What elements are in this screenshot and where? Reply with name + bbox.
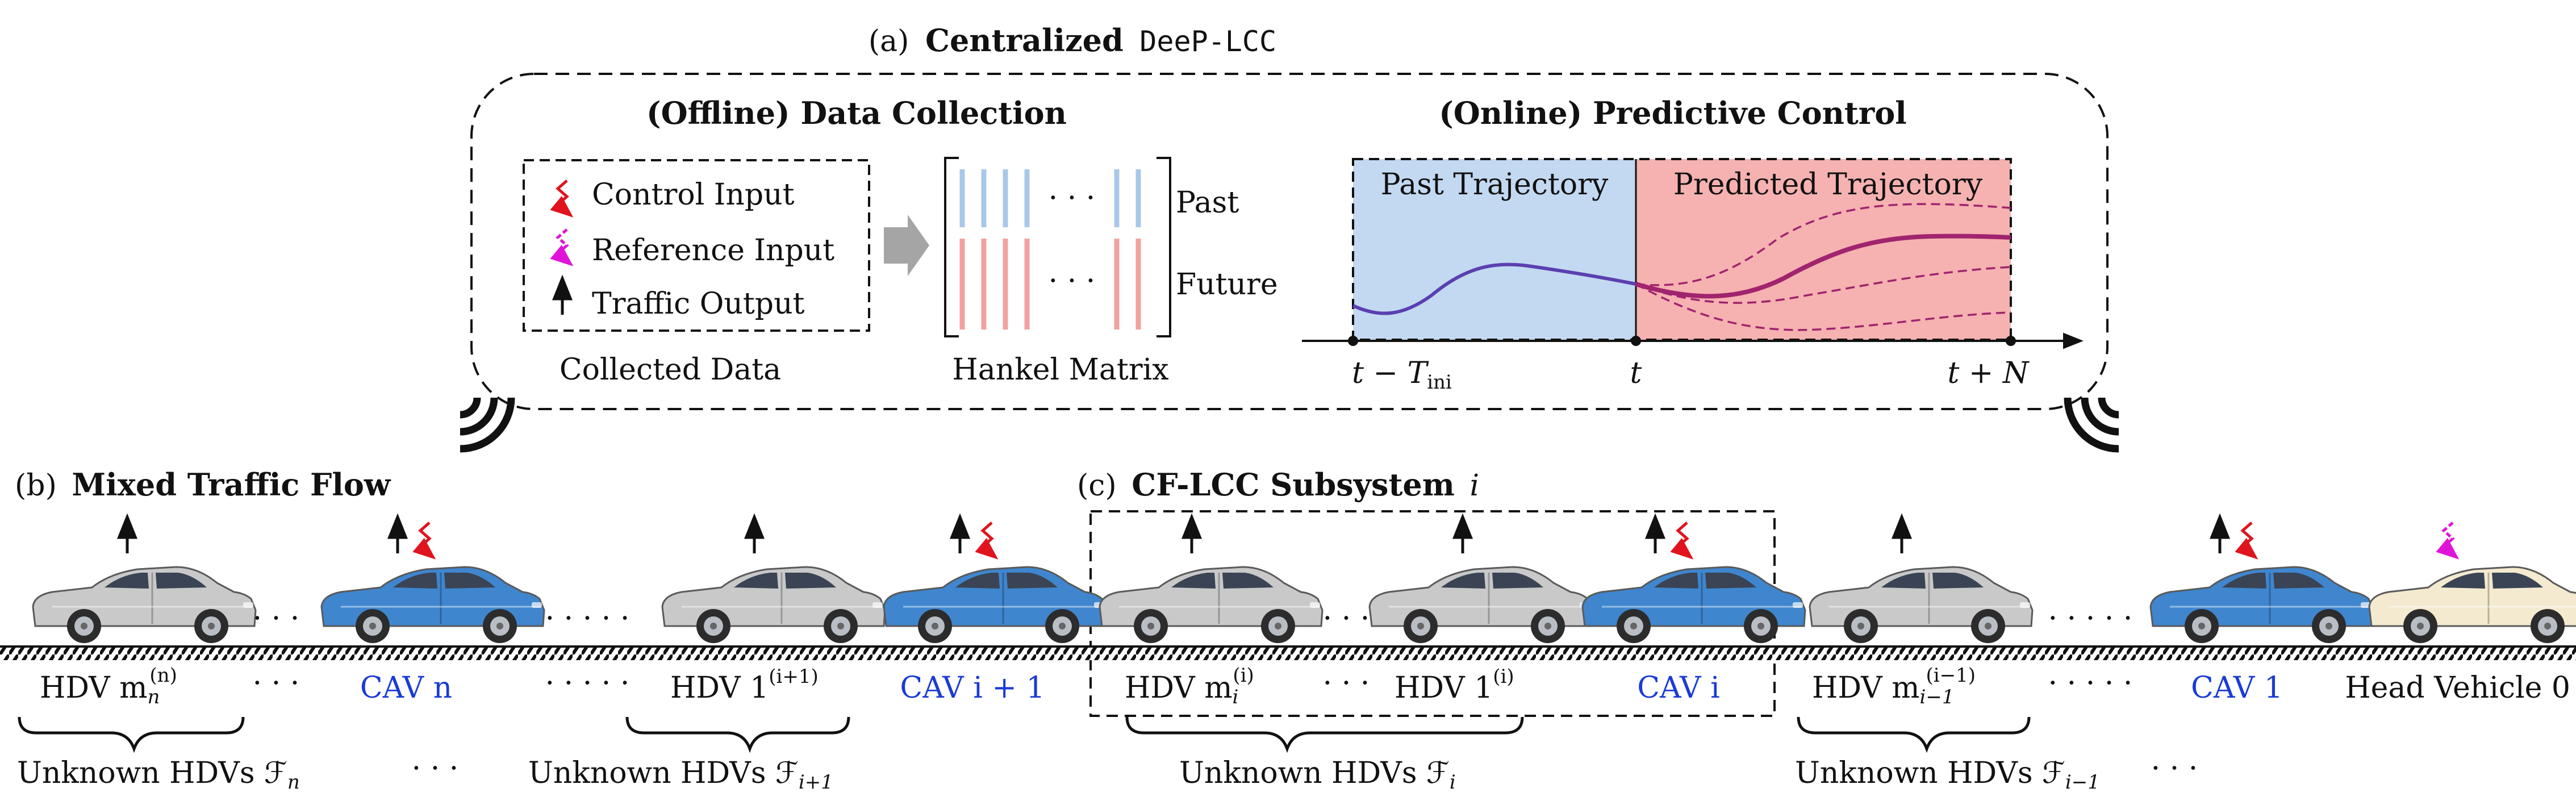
group-label-fim1: Unknown HDVs ℱi−1 (1795, 756, 2100, 794)
control-input-arrow-icon (558, 181, 567, 210)
online-heading: (Online) Predictive Control (1439, 95, 1907, 131)
group-brace-fim1 (1797, 716, 2031, 753)
hankel-caption: Hankel Matrix (952, 353, 1168, 387)
tick-t-minus-tini: t − Tini (1352, 356, 1452, 394)
control-input-arrow-icon (983, 523, 992, 552)
control-input-arrow-icon (420, 523, 429, 552)
group-label-fi: Unknown HDVs ℱi (1179, 756, 1456, 794)
hankel-matrix (944, 157, 1171, 337)
reference-input-arrow-icon (558, 230, 567, 259)
vehicle-head-0 (2368, 566, 2576, 644)
label-dots-3: · · · (1323, 666, 1370, 700)
vehicle-cav-1 (2149, 566, 2374, 644)
group-brace-fi (1125, 716, 1524, 753)
wireless-signal-icon-left (460, 398, 511, 449)
data-flow-arrow (884, 215, 929, 276)
predictive-control-plot: Past Trajectory Predicted Trajectory t −… (1302, 158, 2084, 394)
label-hdv-1-i: HDV 1(i) (1395, 665, 1514, 705)
vehicle-cav-i (1581, 566, 1806, 644)
road-dots-4: · · · · · (2048, 602, 2133, 636)
past-trajectory-label: Past Trajectory (1381, 168, 1609, 202)
label-hdv-mim1: HDV mi−1(i−1) (1812, 664, 1976, 708)
panel-b-title: (b) Mixed Traffic Flow (15, 466, 391, 503)
vehicle-hdv-mn (32, 566, 257, 644)
offline-heading: (Offline) Data Collection (646, 95, 1067, 131)
reference-input-arrow-icon (2444, 523, 2453, 552)
vehicle-hdv-mi (1099, 566, 1324, 644)
vehicle-cav-n (320, 566, 545, 644)
label-cav-1: CAV 1 (2191, 671, 2283, 705)
panel-a-frame (470, 73, 2109, 410)
legend-control-label: Control Input (592, 178, 795, 212)
vehicle-hdv-1-ip1 (661, 566, 886, 644)
label-hdv-1-ip1: HDV 1(i+1) (670, 665, 819, 705)
panel-c-title: (c) CF-LCC Subsystem i (1077, 466, 1479, 503)
label-dots-2: · · · · · (545, 666, 630, 700)
group-brace-fn (18, 716, 245, 753)
label-dots-1: · · · (253, 666, 300, 700)
wireless-signal-icon-right (2068, 398, 2119, 449)
road-dots-2: · · · · · (545, 602, 630, 636)
vehicle-cav-ip1 (883, 566, 1108, 644)
hankel-dots-past: · · · (1049, 181, 1096, 215)
road (0, 647, 2576, 660)
group-label-trailing-dots: · · · (2151, 752, 2198, 786)
past-trajectory-curve (1352, 262, 1636, 315)
collected-data-caption: Collected Data (560, 353, 781, 387)
vehicle-hdv-1-i (1368, 566, 1593, 644)
tick-t-plus-n: t + N (1947, 356, 2030, 390)
label-hdv-mn: HDV mn(n) (40, 664, 177, 708)
tick-t: t (1630, 356, 1642, 390)
control-input-arrow-icon (2243, 523, 2252, 552)
predicted-trajectory-region (1636, 159, 2011, 340)
label-cav-n: CAV n (360, 671, 452, 705)
label-head-vehicle: Head Vehicle 0 (2345, 671, 2570, 705)
group-label-fip1: Unknown HDVs ℱi+1 (528, 756, 833, 794)
road-dots-3: · · · (1323, 602, 1370, 636)
control-input-arrow-icon (1678, 523, 1687, 552)
hankel-past-label: Past (1176, 186, 1239, 220)
predicted-trajectory-curve (1635, 233, 2011, 299)
hankel-dots-future: · · · (1049, 264, 1096, 298)
predicted-trajectory-label: Predicted Trajectory (1673, 168, 1983, 202)
road-dots-1: · · · (253, 602, 300, 636)
panel-a-title: (a) Centralized DeeP-LCC (869, 22, 1276, 59)
group-brace-fip1 (625, 716, 850, 753)
legend-reference-label: Reference Input (592, 233, 834, 268)
label-cav-i: CAV i (1637, 671, 1719, 705)
hankel-future-label: Future (1176, 268, 1278, 302)
group-label-dots: · · · (412, 752, 459, 786)
label-hdv-mi: HDV mi(i) (1125, 664, 1254, 708)
legend-output-label: Traffic Output (592, 287, 805, 321)
vehicle-hdv-mim1 (1809, 566, 2034, 644)
legend-box (523, 159, 870, 332)
group-label-fn: Unknown HDVs ℱn (17, 756, 300, 794)
label-dots-4: · · · · · (2048, 666, 2133, 700)
label-cav-ip1: CAV i + 1 (900, 671, 1045, 705)
